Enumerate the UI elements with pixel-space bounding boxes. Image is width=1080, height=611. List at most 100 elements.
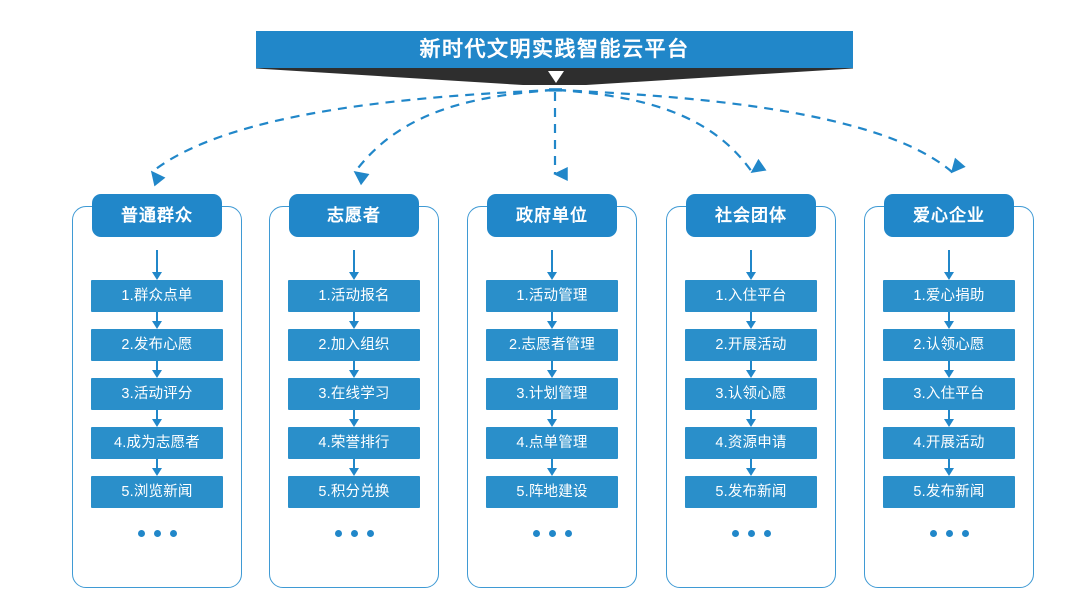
column-5-item-3[interactable]: 3.入住平台 — [883, 378, 1015, 410]
column-3-item-3[interactable]: 3.计划管理 — [486, 378, 618, 410]
platform-title-bar: 新时代文明实践智能云平台 — [256, 31, 853, 68]
connector-arrow — [150, 361, 164, 378]
item-label: 2.开展活动 — [715, 336, 787, 353]
column-5-header[interactable]: 爱心企业 — [884, 194, 1014, 237]
connector-arrow — [744, 312, 758, 329]
column-2-item-3[interactable]: 3.在线学习 — [288, 378, 420, 410]
column-2-item-1[interactable]: 1.活动报名 — [288, 280, 420, 312]
connector-arrow — [347, 312, 361, 329]
connector-arrow — [150, 312, 164, 329]
connector-arrow — [347, 410, 361, 427]
item-label: 3.认领心愿 — [715, 385, 787, 402]
column-4-more-indicator[interactable] — [731, 530, 771, 537]
column-5-item-2[interactable]: 2.认领心愿 — [883, 329, 1015, 361]
item-label: 1.入住平台 — [715, 287, 787, 304]
platform-title-text: 新时代文明实践智能云平台 — [419, 38, 690, 61]
column-1-header[interactable]: 普通群众 — [92, 194, 222, 237]
connector-arrow — [545, 361, 559, 378]
column-4: 社会团体 1.入住平台 2.开展活动 3.认领心愿 4.资源申请 5.发布新闻 — [666, 194, 836, 588]
column-5-item-1[interactable]: 1.爱心捐助 — [883, 280, 1015, 312]
column-5-more-indicator[interactable] — [929, 530, 969, 537]
item-label: 3.计划管理 — [516, 385, 588, 402]
column-3-item-1[interactable]: 1.活动管理 — [486, 280, 618, 312]
connector-arrow — [150, 459, 164, 476]
column-4-body: 1.入住平台 2.开展活动 3.认领心愿 4.资源申请 5.发布新闻 — [666, 250, 836, 537]
item-label: 4.成为志愿者 — [114, 434, 200, 451]
item-label: 3.活动评分 — [121, 385, 193, 402]
column-3-body: 1.活动管理 2.志愿者管理 3.计划管理 4.点单管理 5.阵地建设 — [467, 250, 637, 537]
column-2-body: 1.活动报名 2.加入组织 3.在线学习 4.荣誉排行 5.积分兑换 — [269, 250, 439, 537]
column-5-item-5[interactable]: 5.发布新闻 — [883, 476, 1015, 508]
column-1-item-2[interactable]: 2.发布心愿 — [91, 329, 223, 361]
column-1-header-label: 普通群众 — [121, 206, 193, 225]
connector-arrow — [545, 410, 559, 427]
item-label: 5.浏览新闻 — [121, 483, 193, 500]
column-3-header-label: 政府单位 — [516, 206, 588, 225]
item-label: 2.认领心愿 — [913, 336, 985, 353]
arrow-to-column-1 — [150, 88, 555, 187]
column-2-item-2[interactable]: 2.加入组织 — [288, 329, 420, 361]
item-label: 2.发布心愿 — [121, 336, 193, 353]
connector-arrow — [942, 410, 956, 427]
column-1-item-5[interactable]: 5.浏览新闻 — [91, 476, 223, 508]
item-label: 4.资源申请 — [715, 434, 787, 451]
column-4-item-1[interactable]: 1.入住平台 — [685, 280, 817, 312]
column-5-header-label: 爱心企业 — [913, 206, 985, 225]
item-label: 5.积分兑换 — [318, 483, 390, 500]
item-label: 4.荣誉排行 — [318, 434, 390, 451]
column-5: 爱心企业 1.爱心捐助 2.认领心愿 3.入住平台 4.开展活动 5.发布新闻 — [864, 194, 1034, 588]
column-3-header[interactable]: 政府单位 — [487, 194, 617, 237]
column-4-item-5[interactable]: 5.发布新闻 — [685, 476, 817, 508]
column-1-item-4[interactable]: 4.成为志愿者 — [91, 427, 223, 459]
column-2-item-5[interactable]: 5.积分兑换 — [288, 476, 420, 508]
column-1-item-1[interactable]: 1.群众点单 — [91, 280, 223, 312]
item-label: 5.阵地建设 — [516, 483, 588, 500]
column-5-item-4[interactable]: 4.开展活动 — [883, 427, 1015, 459]
connector-arrow — [744, 410, 758, 427]
column-1-item-3[interactable]: 3.活动评分 — [91, 378, 223, 410]
item-label: 1.活动报名 — [318, 287, 390, 304]
connector-arrow — [744, 250, 758, 280]
connector-arrow — [545, 250, 559, 280]
item-label: 4.开展活动 — [913, 434, 985, 451]
column-3-item-5[interactable]: 5.阵地建设 — [486, 476, 618, 508]
item-label: 3.在线学习 — [318, 385, 390, 402]
column-2: 志愿者 1.活动报名 2.加入组织 3.在线学习 4.荣誉排行 5.积分兑换 — [269, 194, 439, 588]
connector-arrow — [150, 250, 164, 280]
column-4-item-2[interactable]: 2.开展活动 — [685, 329, 817, 361]
title-chevron-icon — [548, 71, 564, 83]
connector-arrow — [347, 361, 361, 378]
connector-arrow — [347, 250, 361, 280]
item-label: 2.加入组织 — [318, 336, 390, 353]
connector-arrow — [942, 312, 956, 329]
column-1-more-indicator[interactable] — [137, 530, 177, 537]
column-2-more-indicator[interactable] — [334, 530, 374, 537]
item-label: 5.发布新闻 — [913, 483, 985, 500]
column-3-item-4[interactable]: 4.点单管理 — [486, 427, 618, 459]
item-label: 4.点单管理 — [516, 434, 588, 451]
column-1: 普通群众 1.群众点单 2.发布心愿 3.活动评分 4.成为志愿者 5.浏览新闻 — [72, 194, 242, 588]
arrow-to-column-4 — [556, 88, 767, 174]
column-3: 政府单位 1.活动管理 2.志愿者管理 3.计划管理 4.点单管理 5.阵地建设 — [467, 194, 637, 588]
column-2-header[interactable]: 志愿者 — [289, 194, 419, 237]
column-3-more-indicator[interactable] — [532, 530, 572, 537]
connector-arrow — [942, 361, 956, 378]
item-label: 1.群众点单 — [121, 287, 193, 304]
column-5-body: 1.爱心捐助 2.认领心愿 3.入住平台 4.开展活动 5.发布新闻 — [864, 250, 1034, 537]
connector-arrow — [942, 250, 956, 280]
connector-arrow — [545, 459, 559, 476]
arrow-hub-node — [549, 88, 562, 92]
connector-arrow — [744, 361, 758, 378]
arrow-to-column-5 — [556, 88, 966, 174]
column-4-item-3[interactable]: 3.认领心愿 — [685, 378, 817, 410]
column-3-item-2[interactable]: 2.志愿者管理 — [486, 329, 618, 361]
column-4-header[interactable]: 社会团体 — [686, 194, 816, 237]
column-4-item-4[interactable]: 4.资源申请 — [685, 427, 817, 459]
connector-arrow — [347, 459, 361, 476]
connector-arrow — [744, 459, 758, 476]
column-4-header-label: 社会团体 — [715, 206, 787, 225]
column-1-body: 1.群众点单 2.发布心愿 3.活动评分 4.成为志愿者 5.浏览新闻 — [72, 250, 242, 537]
item-label: 1.活动管理 — [516, 287, 588, 304]
column-2-item-4[interactable]: 4.荣誉排行 — [288, 427, 420, 459]
